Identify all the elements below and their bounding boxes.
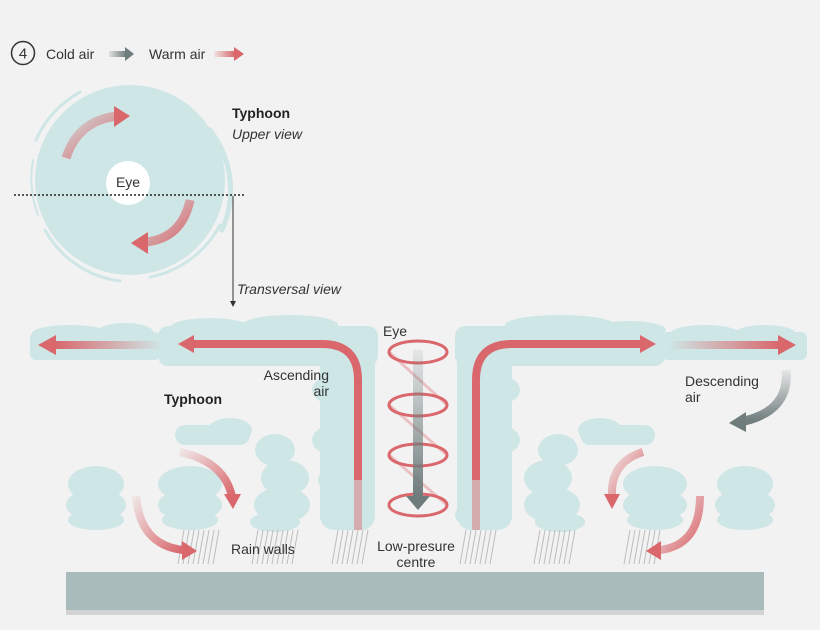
legend: 4 Cold air Warm air xyxy=(10,40,244,66)
rotation-arrow-bottom-icon xyxy=(131,198,195,254)
eye-spiral-icon xyxy=(387,339,449,518)
typhoon-cross-label: Typhoon xyxy=(164,391,222,407)
rain-wall-arrow-right-upper-icon xyxy=(604,448,645,509)
ground-strip xyxy=(66,572,764,610)
rain-wall-arrow-right-lower-icon xyxy=(646,495,704,560)
descending-air-label-line2: air xyxy=(685,389,701,405)
ascending-air-arrow-right-icon xyxy=(466,335,656,530)
rain-wall-arrow-left-lower-icon xyxy=(132,495,197,560)
legend-cold-label: Cold air xyxy=(46,46,95,62)
outflow-arrow-right-icon xyxy=(668,335,796,355)
low-pressure-label-line1: Low-presure xyxy=(377,538,455,554)
descending-eye-arrow-icon xyxy=(406,350,430,510)
step-number: 4 xyxy=(19,46,27,63)
upper-view-subtitle: Upper view xyxy=(232,126,303,142)
section-pointer-arrowhead xyxy=(230,301,236,307)
cross-section: Eye Ascending air Typhoon Descending air… xyxy=(30,315,807,615)
upper-view-title: Typhoon xyxy=(232,105,290,121)
legend-cold-arrow-icon xyxy=(109,47,134,61)
low-pressure-label-line2: centre xyxy=(397,554,436,570)
transversal-view-label: Transversal view xyxy=(237,281,342,297)
ascending-air-label-line1: Ascending xyxy=(264,367,329,383)
ground-edge xyxy=(66,610,764,615)
rain-band-clouds-right xyxy=(524,418,775,532)
upper-view: Eye Typhoon Upper view Transversal view xyxy=(14,85,342,307)
descending-air-label-line1: Descending xyxy=(685,373,759,389)
upper-eye-label: Eye xyxy=(116,174,140,190)
ascending-air-label-line2: air xyxy=(313,383,329,399)
storm-eye xyxy=(106,161,150,205)
ascending-air-arrow-left-icon xyxy=(178,335,368,530)
rotation-arrow-top-icon xyxy=(61,106,130,160)
outflow-arrow-left-icon xyxy=(38,335,162,355)
step-number-badge xyxy=(10,40,36,66)
descending-air-arrow-right-icon xyxy=(729,369,791,432)
cross-eye-label: Eye xyxy=(383,323,407,339)
rain-wall-arrow-left-upper-icon xyxy=(179,448,241,509)
rain-walls-label: Rain walls xyxy=(231,541,295,557)
legend-warm-arrow-icon xyxy=(214,47,244,61)
spiral-bands xyxy=(30,90,234,283)
eye-wall-right xyxy=(455,340,520,530)
rain-band-clouds-left xyxy=(66,418,310,532)
rain-streaks xyxy=(177,529,661,565)
legend-warm-label: Warm air xyxy=(149,46,206,62)
